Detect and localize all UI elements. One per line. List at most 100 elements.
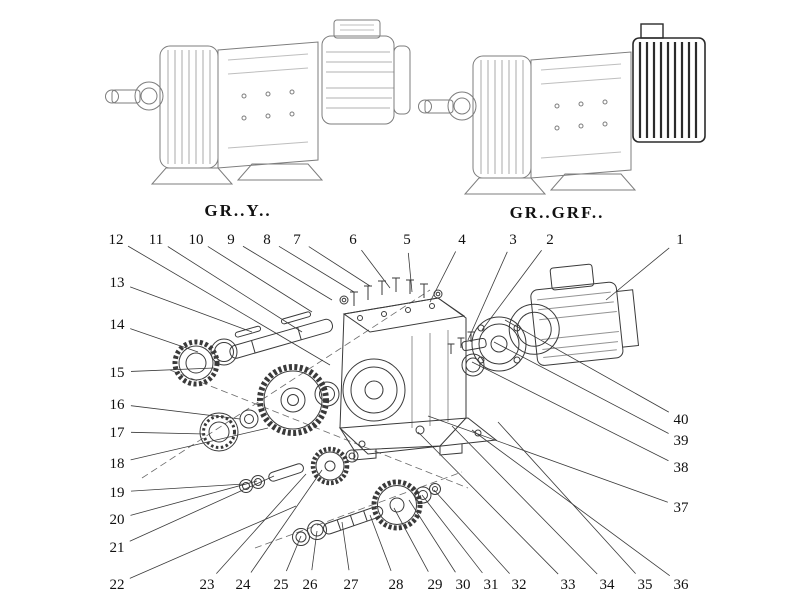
leader-line-33 — [417, 431, 559, 575]
leader-line-32 — [433, 489, 510, 574]
callout-number-16: 16 — [110, 397, 126, 413]
leader-line-40 — [504, 319, 669, 413]
leader-line-8 — [278, 245, 355, 293]
callout-number-5: 5 — [403, 232, 411, 248]
bushing-spacer — [239, 409, 259, 429]
leader-line-26 — [311, 530, 318, 571]
callout-number-10: 10 — [189, 232, 204, 248]
shaft-key — [234, 325, 262, 338]
input-shaft-assembly — [229, 311, 333, 359]
leader-line-13 — [129, 286, 253, 333]
leader-line-11 — [167, 246, 303, 333]
callout-number-14: 14 — [110, 317, 126, 333]
callout-number-28: 28 — [389, 577, 404, 593]
toothed-ring-bearing — [172, 339, 220, 387]
callout-number-23: 23 — [200, 577, 215, 593]
leader-line-36 — [471, 429, 670, 577]
cover-bolts — [339, 277, 443, 306]
leader-line-39 — [493, 341, 669, 434]
leader-line-21 — [129, 475, 275, 542]
leader-line-20 — [130, 480, 258, 516]
leader-line-18 — [130, 427, 269, 461]
callout-number-35: 35 — [638, 577, 653, 593]
callout-number-18: 18 — [110, 456, 125, 472]
callout-number-19: 19 — [110, 485, 125, 501]
callout-number-15: 15 — [110, 365, 125, 381]
leader-line-5 — [407, 252, 413, 293]
leader-line-9 — [242, 245, 333, 301]
callout-number-8: 8 — [263, 232, 271, 248]
leader-line-15 — [130, 367, 215, 372]
motor-exploded — [508, 263, 640, 366]
assembled-view-gr-y — [105, 19, 411, 185]
output-gear — [371, 479, 423, 531]
leader-line-3 — [467, 251, 508, 341]
model-label-right: GR..GRF.. — [510, 203, 605, 222]
callout-number-32: 32 — [512, 577, 527, 593]
callout-number-12: 12 — [109, 232, 124, 248]
callout-number-21: 21 — [110, 540, 125, 556]
leader-line-16 — [130, 405, 241, 420]
intermediate-gear — [310, 446, 350, 486]
cover-connector — [640, 23, 664, 39]
callout-number-40: 40 — [674, 412, 689, 428]
leader-line-34 — [451, 425, 598, 575]
callout-number-38: 38 — [674, 460, 689, 476]
leader-line-2 — [481, 249, 542, 331]
callout-number-30: 30 — [456, 577, 471, 593]
leader-line-1 — [605, 247, 670, 301]
roller-bearing — [199, 412, 239, 452]
leader-line-31 — [421, 494, 483, 574]
callout-number-34: 34 — [600, 577, 616, 593]
callout-number-4: 4 — [458, 232, 466, 248]
callout-number-24: 24 — [236, 577, 252, 593]
callout-number-6: 6 — [349, 232, 357, 248]
callout-number-9: 9 — [227, 232, 235, 248]
callout-number-11: 11 — [149, 232, 163, 248]
motor-terminal-box — [549, 263, 595, 291]
callout-number-37: 37 — [674, 500, 690, 516]
motor-assembled-left — [321, 19, 411, 125]
callout-number-1: 1 — [676, 232, 684, 248]
finned-cover-block — [632, 23, 706, 143]
exploded-view — [141, 263, 640, 549]
callout-number-31: 31 — [484, 577, 499, 593]
leader-line-7 — [308, 246, 371, 287]
leader-line-29 — [393, 507, 429, 572]
gear-side-bearing — [314, 381, 340, 407]
leader-line-28 — [369, 514, 392, 572]
callout-number-33: 33 — [561, 577, 576, 593]
motor-shaft-stub — [461, 337, 487, 352]
callout-number-36: 36 — [674, 577, 690, 593]
leader-line-38 — [471, 361, 669, 462]
leader-line-17 — [130, 431, 206, 435]
model-label-left: GR..Y.. — [204, 201, 271, 220]
leader-line-14 — [130, 328, 199, 353]
callout-number-26: 26 — [303, 577, 319, 593]
leader-line-23 — [216, 473, 307, 574]
callout-number-20: 20 — [110, 512, 125, 528]
leader-line-22 — [129, 505, 297, 579]
leader-line-6 — [361, 249, 391, 289]
shaft-key — [280, 311, 312, 325]
callout-number-3: 3 — [509, 232, 517, 248]
callout-number-2: 2 — [546, 232, 554, 248]
leader-line-25 — [286, 535, 302, 572]
leader-line-30 — [408, 499, 456, 573]
callout-number-29: 29 — [428, 577, 443, 593]
assembled-view-gr-grf — [418, 23, 706, 195]
callout-number-17: 17 — [110, 425, 126, 441]
leader-line-37 — [427, 415, 668, 503]
large-helical-gear — [257, 364, 329, 436]
leader-line-24 — [250, 469, 323, 573]
construction-lines — [141, 289, 469, 549]
leader-line-27 — [341, 521, 350, 571]
leader-line-19 — [130, 483, 245, 492]
leader-line-12 — [127, 245, 331, 366]
leader-line-4 — [429, 251, 457, 303]
callout-number-39: 39 — [674, 433, 689, 449]
leader-line-10 — [207, 246, 313, 313]
terminal-box — [333, 19, 381, 39]
